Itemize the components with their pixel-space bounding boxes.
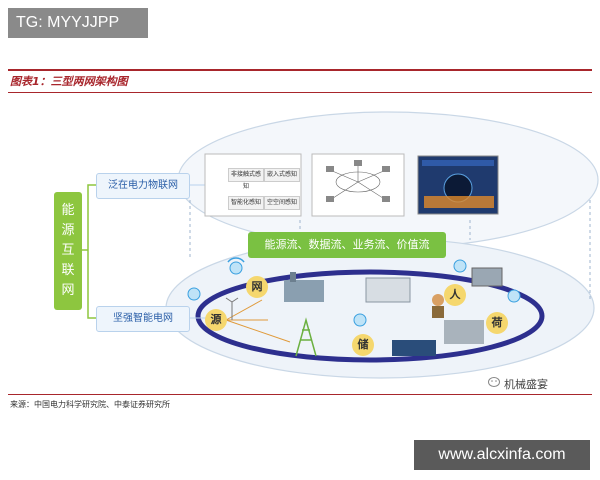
transmission-tower xyxy=(295,317,317,357)
node-storage: 储 xyxy=(352,334,374,356)
meter-device xyxy=(471,267,503,287)
energy-internet-label: 能 源 互 联 网 xyxy=(54,192,82,310)
watermark-bottom: www.alcxinfa.com xyxy=(414,440,590,470)
substation-image xyxy=(365,277,411,303)
wifi-icon xyxy=(507,289,521,303)
node-person: 人 xyxy=(444,284,466,306)
watermark-top: TG: MYYJJPP xyxy=(8,8,148,38)
wifi-icon xyxy=(453,259,467,273)
bracket-connector xyxy=(82,184,96,319)
iot-tag-spatial: 空空间感知 xyxy=(264,196,300,210)
source-rule xyxy=(8,394,592,395)
iot-tag-intelligent: 智能化感知 xyxy=(228,196,264,210)
wifi-icon xyxy=(229,261,243,275)
node-load: 荷 xyxy=(486,312,508,334)
node-grid: 网 xyxy=(246,276,268,298)
storage-unit xyxy=(392,340,436,356)
wifi-icon xyxy=(353,313,367,327)
title-underline xyxy=(8,92,592,93)
person-icon xyxy=(432,294,444,306)
source-note: 来源：中国电力科学研究院、中泰证券研究所 xyxy=(10,400,170,409)
title-rule xyxy=(8,69,592,71)
strong-smart-grid-box: 坚强智能电网 xyxy=(96,306,190,332)
windmill-icon xyxy=(225,297,239,320)
brand-label: 机械盛宴 xyxy=(504,378,548,391)
factory-image xyxy=(444,320,484,344)
iot-tag-embedded: 嵌入式感知 xyxy=(264,168,300,182)
node-source: 源 xyxy=(205,309,227,331)
grid-ring xyxy=(195,269,545,363)
power-plant-image xyxy=(284,280,324,302)
ubiquitous-iot-box: 泛在电力物联网 xyxy=(96,173,190,199)
figure-title: 图表1：三型两网架构图 xyxy=(10,75,128,88)
flows-banner: 能源流、数据流、业务流、价值流 xyxy=(248,232,446,258)
iot-tag-noncontact: 非接触式感知 xyxy=(228,168,264,190)
wifi-icon xyxy=(187,287,201,301)
wechat-icon xyxy=(488,377,500,387)
